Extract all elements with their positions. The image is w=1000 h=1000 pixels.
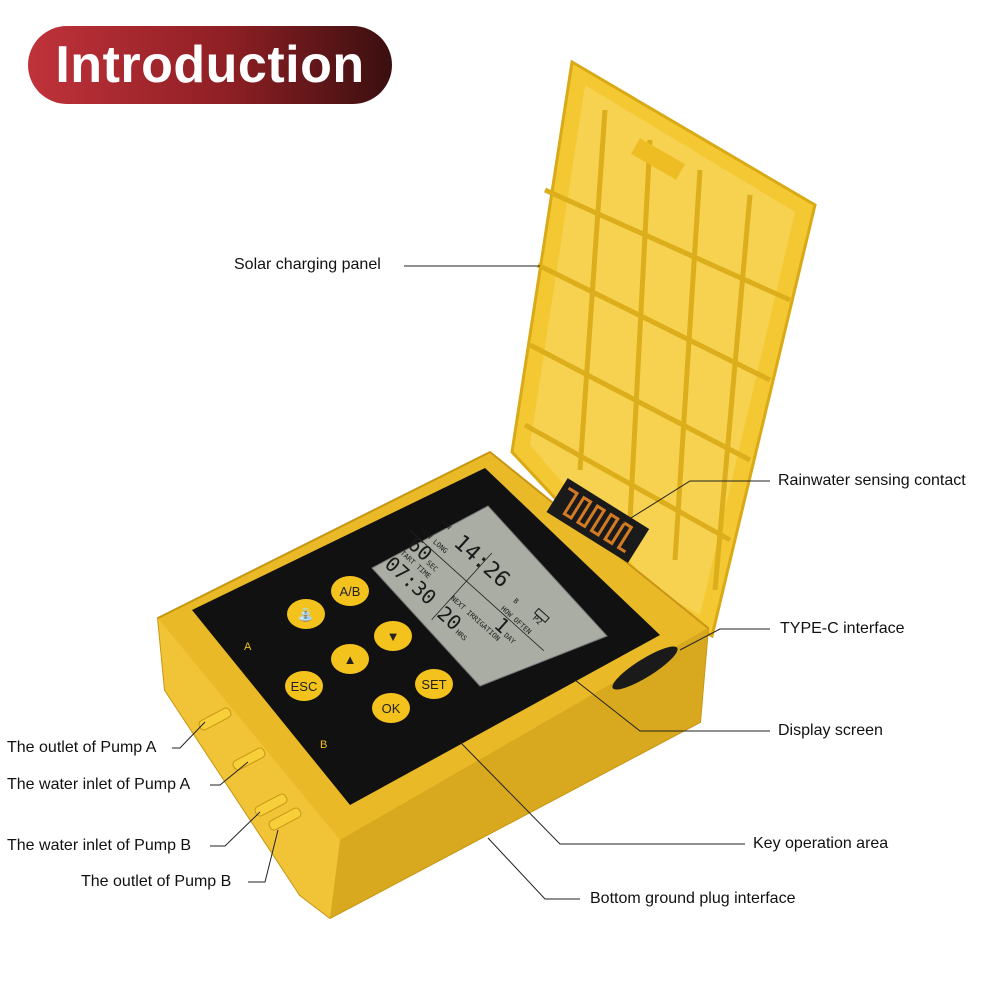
esc-button[interactable]: ESC (285, 671, 323, 701)
set-button[interactable]: SET (415, 669, 453, 699)
down-button[interactable]: ▼ (374, 621, 412, 651)
label-rain-sensor: Rainwater sensing contact (778, 472, 966, 489)
side-mark-b: B (320, 739, 327, 751)
label-inlet-b: The water inlet of Pump B (7, 837, 192, 854)
svg-text:A/B: A/B (340, 584, 361, 599)
leader-lines (172, 265, 770, 900)
page-title: Introduction (28, 26, 392, 104)
svg-text:ESC: ESC (291, 679, 318, 694)
side-mark-a: A (244, 641, 252, 653)
battery-icon (533, 607, 550, 624)
label-keys: Key operation area (753, 835, 889, 852)
label-solar-panel: Solar charging panel (234, 256, 381, 273)
label-type-c: TYPE-C interface (780, 620, 905, 637)
label-inlet-a: The water inlet of Pump A (7, 776, 191, 793)
lcd-mode: B (512, 597, 520, 606)
display-screen: NOW 14:26 HOW LONG 60 SEC START TIME 07:… (371, 505, 608, 687)
faucet-icon: ⛲ (298, 607, 314, 623)
water-button[interactable]: ⛲ (287, 599, 325, 629)
label-outlet-a: The outlet of Pump A (7, 739, 157, 756)
up-button[interactable]: ▲ (331, 644, 369, 674)
rain-sensor-contact (546, 478, 650, 563)
label-outlet-b: The outlet of Pump B (81, 873, 232, 890)
label-display: Display screen (778, 722, 883, 739)
type-c-port (612, 646, 678, 690)
svg-text:▼: ▼ (387, 629, 400, 644)
ok-button[interactable]: OK (372, 693, 410, 723)
svg-text:▲: ▲ (344, 652, 357, 667)
svg-text:OK: OK (382, 701, 401, 716)
label-ground-plug: Bottom ground plug interface (590, 890, 796, 907)
ab-button[interactable]: A/B (331, 576, 369, 606)
pump-nozzles (198, 707, 302, 831)
solar-panel-lid (510, 59, 817, 639)
svg-text:SET: SET (421, 677, 446, 692)
key-operation-area: ⛲ A/B ▼ ▲ ESC SET OK (285, 576, 453, 723)
